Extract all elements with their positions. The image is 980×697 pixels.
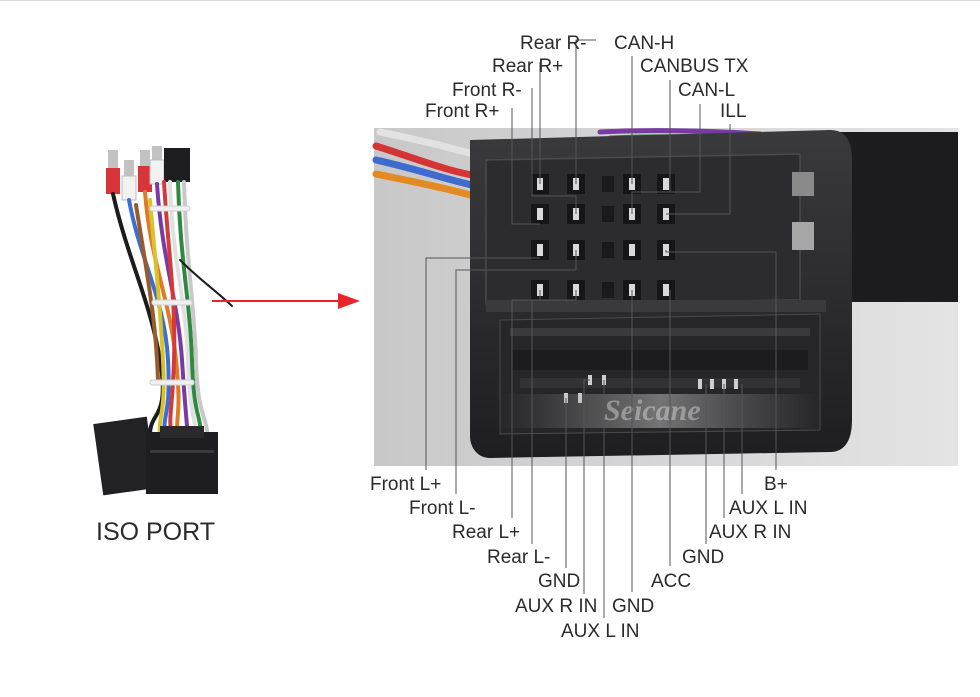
- iso-harness-illustration: ISO PORT: [93, 146, 233, 546]
- lower-pin-4: [698, 379, 702, 389]
- label-rear-r-plus: Rear R+: [492, 56, 563, 77]
- wire-bundle: [111, 180, 233, 442]
- label-aux-r-in-right: AUX R IN: [709, 522, 791, 543]
- label-gnd-mid: GND: [612, 596, 654, 617]
- leader-front-l-minus: [455, 250, 577, 494]
- label-rear-l-minus: Rear L-: [487, 547, 550, 568]
- top-divider: [0, 0, 980, 1]
- leader-lines: [425, 39, 777, 618]
- connector-photo: Seicane: [372, 128, 958, 466]
- leader-rear-r-minus: [575, 39, 596, 184]
- leader-rear-l-minus: [531, 290, 577, 544]
- empty-cavity-3: [602, 282, 614, 298]
- label-b-plus: B+: [764, 474, 788, 495]
- seicane-watermark: Seicane: [604, 394, 701, 427]
- label-acc: ACC: [651, 571, 691, 592]
- label-front-r-minus: Front R-: [452, 80, 522, 101]
- leader-canbus-tx: [631, 80, 671, 214]
- label-front-l-minus: Front L-: [409, 498, 476, 519]
- cable-ties: [149, 205, 195, 386]
- leader-rear-l-plus: [511, 290, 541, 518]
- bottom-pin-labels: Front L+ Front L- Rear L+ Rear L- GND AU…: [370, 474, 808, 642]
- label-aux-l-in-left: AUX L IN: [561, 621, 640, 642]
- leader-ill: [666, 124, 731, 215]
- leader-b-plus: [665, 250, 777, 470]
- empty-cavity-1: [602, 206, 614, 222]
- iso-connector-blocks: [93, 416, 218, 496]
- label-ill: ILL: [720, 101, 746, 122]
- label-gnd-left: GND: [538, 571, 580, 592]
- adjacent-module: [838, 132, 958, 302]
- pin-contact-2-0: [537, 244, 543, 256]
- empty-cavity-0: [602, 176, 614, 192]
- empty-cavity-2: [602, 242, 614, 258]
- pin-contact-2-2: [629, 244, 635, 256]
- label-can-l: CAN-L: [678, 80, 735, 101]
- leader-front-r-plus: [511, 108, 540, 225]
- pin-contact-1-0: [537, 208, 543, 220]
- label-gnd-right: GND: [682, 547, 724, 568]
- pointer-arrow: [212, 293, 360, 309]
- label-front-l-plus: Front L+: [370, 474, 441, 495]
- label-can-h: CAN-H: [614, 33, 674, 54]
- pin-contact-0-3: [663, 178, 669, 190]
- label-rear-l-plus: Rear L+: [452, 522, 520, 543]
- top-pin-labels: Rear R- Rear R+ Front R- Front R+ CAN-H …: [425, 33, 749, 122]
- pin-contact-3-3: [663, 284, 669, 296]
- leader-front-r-minus: [531, 88, 577, 214]
- label-aux-l-in-right: AUX L IN: [729, 498, 808, 519]
- label-rear-r-minus: Rear R-: [520, 33, 587, 54]
- label-canbus-tx: CANBUS TX: [640, 56, 749, 77]
- leader-aux-r-in-left: [583, 379, 590, 594]
- label-front-r-plus: Front R+: [425, 101, 499, 122]
- lower-pin-7: [734, 379, 738, 389]
- leader-can-l: [666, 104, 701, 193]
- iso-port-caption: ISO PORT: [96, 518, 215, 546]
- lower-pin-5: [710, 379, 714, 389]
- leader-front-l-plus: [425, 257, 540, 470]
- label-aux-r-in-left: AUX R IN: [515, 596, 597, 617]
